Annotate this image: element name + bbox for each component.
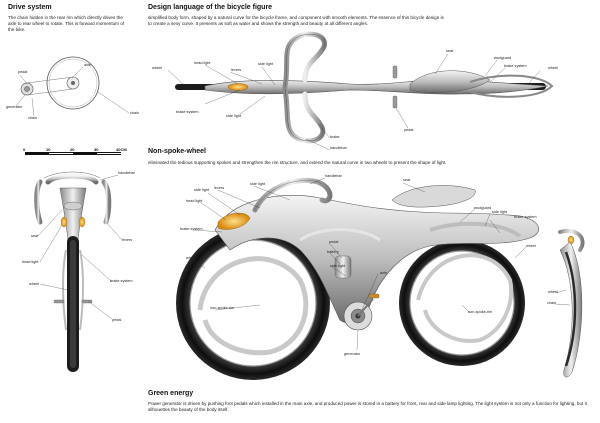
non-spoke-wheel-title: Non-spoke-wheel (148, 148, 206, 155)
label-side-non-spoke-rim-left: non-spoke-rim (210, 306, 235, 310)
label-side-side-light-c: side light (330, 264, 345, 268)
front-head-light-left (60, 216, 68, 228)
label-front-brake-system: brake system (110, 279, 133, 283)
drive-system-title: Drive system (8, 4, 52, 11)
label-drive-pedal: pedal (18, 70, 28, 74)
label-top-mudguard: mudguard (494, 56, 512, 60)
label-rear-wheel: wheel (548, 290, 558, 294)
label-drive-chain: chain (130, 111, 140, 115)
label-rear-chain: chain (547, 301, 557, 305)
label-side-non-spoke-rim-right: non-spoke-rim (468, 310, 493, 314)
design-language-title: Design language of the bicycle figure (148, 4, 273, 11)
label-top-wheel-left: wheel (152, 66, 162, 70)
label-top-brake-system-right: brake system (504, 64, 527, 68)
side-frame (214, 195, 539, 324)
drive-chain-line (26, 76, 74, 96)
side-pedal (368, 293, 380, 299)
front-head-light-right (78, 216, 86, 228)
label-side-axle: axle (380, 271, 387, 275)
scale-tick-20: 20 (70, 147, 75, 152)
non-spoke-wheel-text: eliminated the tedious supporting spokes… (148, 160, 447, 165)
label-side-wheel-left: wheel (186, 256, 196, 260)
scale-tick-10: 10 (46, 147, 51, 152)
label-drive-chain-small: chain (28, 116, 38, 120)
label-front-wheel: wheel (29, 282, 39, 286)
scale-bar (25, 152, 123, 157)
scale-tick-40cm: 40CM (116, 147, 127, 152)
top-seat (409, 70, 491, 94)
label-side-side-light-r: side light (492, 210, 507, 214)
label-side-wheel-right: wheel (526, 244, 536, 248)
label-front-handlebar: handlebar (118, 171, 135, 175)
label-drive-axle: axle (84, 63, 91, 67)
label-side-battery: battery (327, 250, 339, 254)
top-handlebar-lower (282, 86, 326, 144)
label-front-head-light: head light (22, 260, 39, 264)
label-top-side-light-top: side light (258, 62, 273, 66)
drive-system-diagram (15, 56, 130, 117)
label-side-mudguard: mudguard (474, 206, 492, 210)
top-head-light (227, 83, 249, 91)
side-head-light (217, 212, 251, 230)
label-side-head-light: head light (186, 199, 203, 203)
side-mudguard (429, 221, 522, 238)
top-view-bicycle (167, 31, 554, 151)
green-energy-text: Power generator is driven by pushing foo… (148, 401, 587, 412)
label-drive-generator: generator (6, 105, 23, 109)
label-side-brake-system-left: brake system (180, 227, 203, 231)
label-top-handlebar: handlebar (330, 146, 347, 150)
rear-view-bicycle (554, 229, 585, 378)
side-view-bicycle (176, 177, 539, 380)
scale-tick-30: 30 (94, 147, 99, 152)
label-top-seat: seat (446, 49, 454, 53)
label-side-seat: seat (403, 178, 411, 182)
label-side-side-light-1: side light (194, 188, 209, 192)
label-top-brake-system-left: brake system (176, 110, 199, 114)
label-top-side-light-bottom: side light (226, 114, 241, 118)
label-top-brake: brake (330, 135, 340, 139)
front-view-bicycle (34, 171, 123, 372)
label-front-levers: levers (122, 238, 133, 242)
label-top-pedal: pedal (404, 128, 414, 132)
label-top-wheel-right: wheel (548, 66, 558, 70)
side-battery (334, 255, 352, 279)
drive-rear-rim (46, 56, 100, 110)
label-side-side-light-2: side light (250, 182, 265, 186)
top-handlebar-upper (282, 31, 327, 90)
label-side-handlebar: handlebar (325, 174, 342, 178)
label-top-head-light: head light (194, 61, 211, 65)
label-side-brake-system-right: brake system (514, 215, 537, 219)
label-front-pedal: pedal (112, 318, 122, 322)
label-front-seat: seat (31, 234, 39, 238)
scale-tick-0: 0 (23, 147, 26, 152)
drive-system-text: The chain hidden in the rear rim which d… (8, 15, 125, 32)
label-side-levers: levers (214, 186, 225, 190)
label-side-generator: generator (344, 352, 361, 356)
side-seat (391, 185, 476, 208)
green-energy-title: Green energy (148, 390, 194, 397)
label-top-levers: levers (231, 68, 242, 72)
rear-wheel-curve (559, 241, 583, 378)
label-side-pedal: pedal (329, 240, 339, 244)
design-language-text: simplified body form, shaped by a natura… (148, 15, 444, 26)
